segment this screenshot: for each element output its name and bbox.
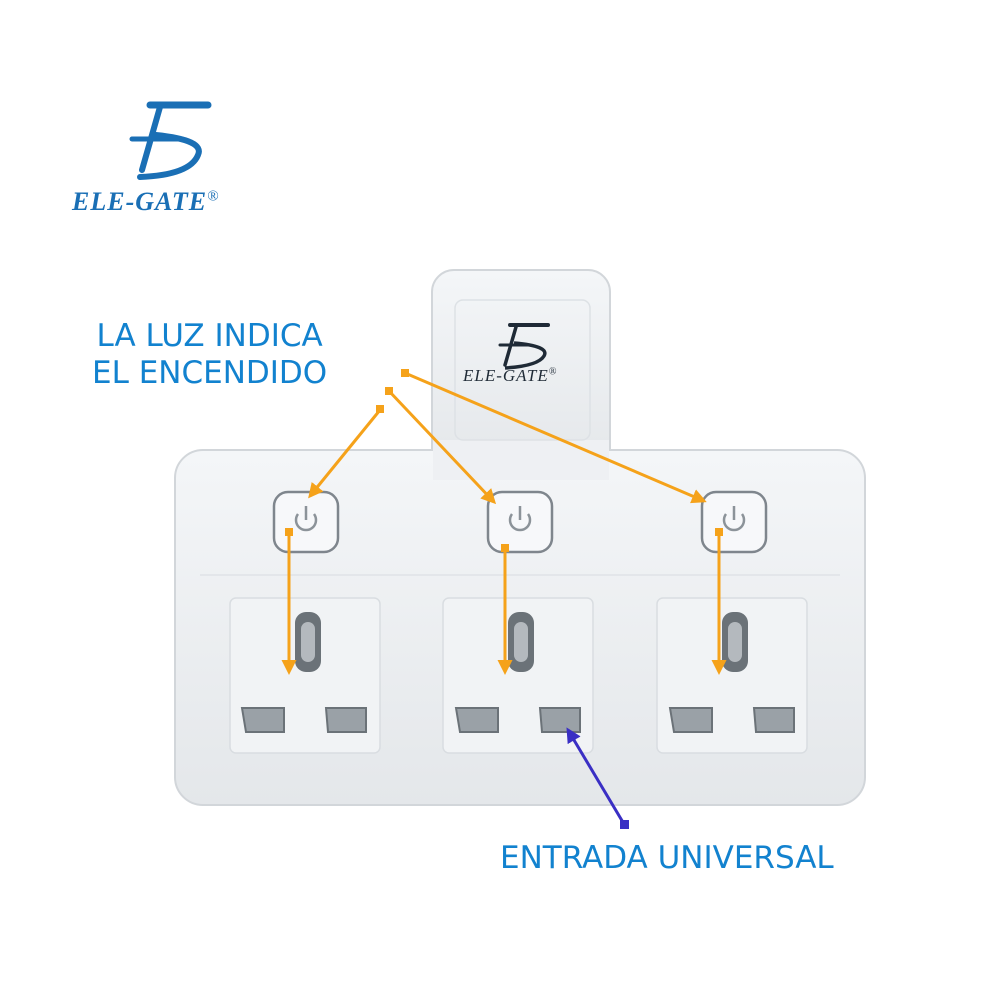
power-icon (508, 506, 532, 532)
power-light-caption: LA LUZ INDICA EL ENCENDIDO (92, 318, 327, 392)
elegate-logo-icon (129, 101, 212, 180)
outlet-2[interactable] (442, 597, 594, 754)
plug-logo-icon (498, 323, 550, 370)
brand-name: ELE-GATE® (72, 187, 220, 216)
switch-2[interactable] (486, 490, 554, 554)
power-icon (294, 506, 318, 532)
caption-line-2: EL ENCENDIDO (92, 355, 328, 391)
switch-1[interactable] (272, 490, 340, 554)
power-icon (722, 506, 746, 532)
outlet-3[interactable] (656, 597, 808, 754)
outlet-1[interactable] (229, 597, 381, 754)
arrow-icon (281, 369, 727, 675)
switch-3[interactable] (700, 490, 768, 554)
brand-logo: ELE-GATE® (60, 95, 260, 225)
arrow-icon (566, 727, 629, 829)
caption-line-1: LA LUZ INDICA (96, 318, 323, 354)
plug-brand-label: ELE-GATE® (463, 366, 558, 385)
universal-input-caption: ENTRADA UNIVERSAL (500, 840, 834, 876)
